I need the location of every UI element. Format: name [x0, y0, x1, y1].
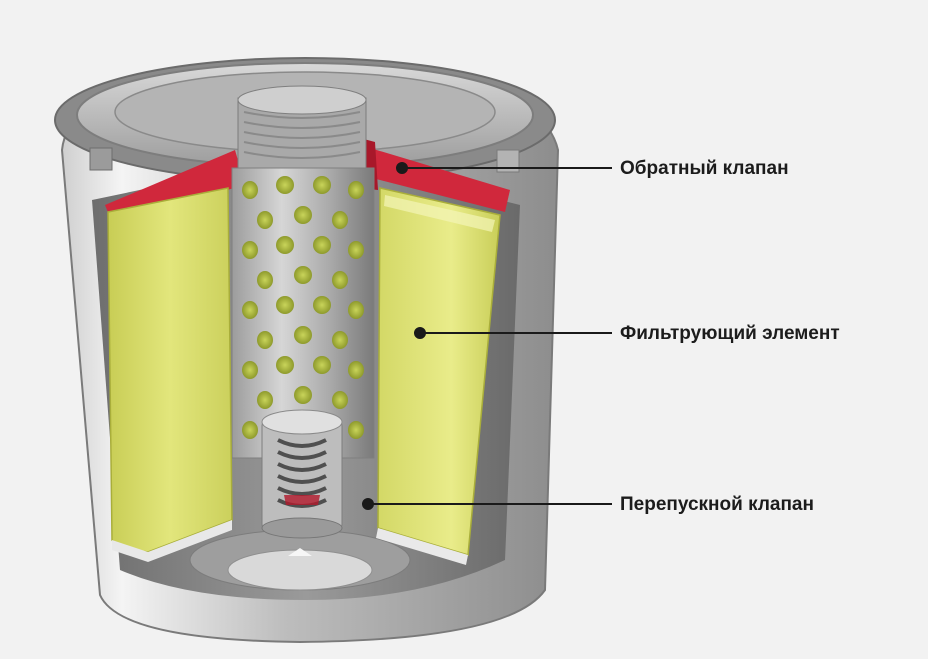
filter-element-right [376, 187, 501, 565]
label-check-valve: Обратный клапан [620, 158, 789, 179]
leader-dot-filter-element [414, 327, 426, 339]
leader-dot-check-valve [396, 162, 408, 174]
callout-leaders [362, 162, 612, 510]
leader-dot-bypass-valve [362, 498, 374, 510]
filter-element-left [107, 187, 233, 562]
label-filter-element: Фильтрующий элемент [620, 323, 840, 344]
tube-perforations [242, 176, 364, 439]
threaded-hub [237, 85, 367, 169]
bypass-valve-assembly [261, 409, 343, 539]
label-bypass-valve: Перепускной клапан [620, 494, 814, 515]
